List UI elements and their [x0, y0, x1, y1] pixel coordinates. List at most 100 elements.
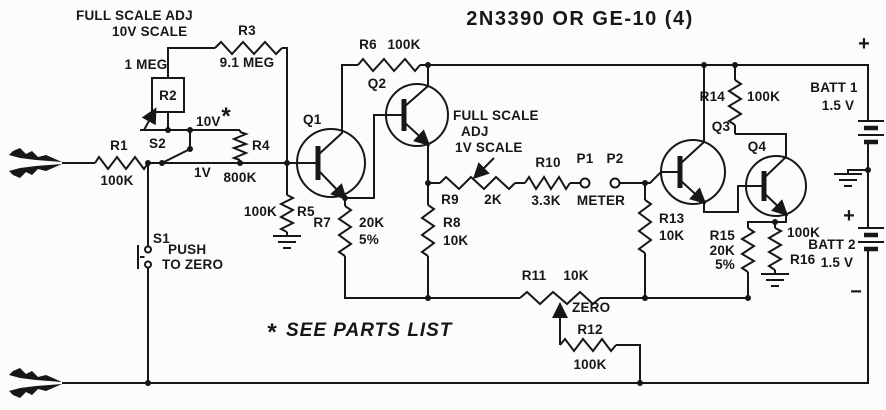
label-r10-value: 3.3K — [531, 193, 560, 208]
label-batt2-value: 1.5 V — [821, 255, 854, 270]
resistor-r5-symbol — [278, 194, 296, 233]
label-r2-name: R2 — [159, 88, 177, 103]
label-note-text: SEE PARTS LIST — [286, 320, 453, 341]
label-p2: P2 — [607, 151, 624, 166]
transistor-q3-symbol — [660, 139, 726, 205]
resistor-r4-symbol — [231, 131, 249, 161]
label-full-scale-adj-10v-line2: 10V SCALE — [112, 24, 187, 39]
label-r3-name: R3 — [238, 23, 256, 38]
resistor-r12-symbol — [559, 337, 617, 353]
label-r7-tolerance: 5% — [359, 232, 379, 247]
resistor-r1-symbol — [94, 155, 149, 171]
label-r11-name: R11 — [522, 268, 547, 283]
resistor-r8-symbol — [420, 204, 436, 257]
label-r8-value: 10K — [443, 233, 468, 248]
label-r12-value: 100K — [573, 357, 606, 372]
battery1-symbol — [858, 120, 884, 145]
label-batt1-value: 1.5 V — [822, 98, 855, 113]
resistor-r10-symbol — [524, 175, 571, 191]
label-s1-name: S1 — [153, 231, 170, 246]
label-note-star: * — [267, 319, 277, 346]
label-meter: METER — [577, 193, 625, 208]
r9-adjust-arrow — [472, 157, 495, 180]
label-full-scale-adj-10v-line1: FULL SCALE ADJ — [76, 8, 193, 23]
ground-symbol-r5 — [273, 235, 301, 249]
meter-terminal-p2 — [609, 177, 621, 189]
label-r7-name: R7 — [313, 215, 331, 230]
label-s2-name: S2 — [149, 136, 166, 151]
pushbutton-s1-symbol — [137, 245, 152, 269]
meter-terminal-p1 — [579, 177, 591, 189]
label-r15-value: 20K — [710, 243, 735, 258]
label-r13-name: R13 — [659, 211, 685, 226]
transistor-q1-symbol — [296, 128, 366, 201]
label-batt2-minus: − — [850, 281, 862, 303]
schematic-title: 2N3390 OR GE-10 (4) — [466, 8, 693, 30]
label-r16-name: R16 — [790, 252, 816, 267]
label-batt2-plus: + — [843, 205, 855, 227]
label-r15-tolerance: 5% — [715, 257, 735, 272]
s2-contact — [187, 146, 193, 152]
alligator-clip-bottom — [9, 368, 62, 398]
label-p1: P1 — [577, 151, 594, 166]
label-r9-value: 2K — [484, 192, 502, 207]
label-r4-star: * — [221, 103, 231, 130]
label-range-10v: 10V — [196, 114, 221, 129]
r2-wiper-arrow — [141, 107, 157, 131]
label-r13-value: 10K — [659, 228, 684, 243]
label-batt2-name: BATT 2 — [808, 237, 855, 252]
resistor-r6-symbol — [357, 57, 421, 73]
label-batt1-plus: + — [858, 33, 870, 55]
label-r8-name: R8 — [443, 215, 461, 230]
ground-symbol-battery — [834, 173, 862, 187]
label-r7-value: 20K — [359, 215, 384, 230]
label-r1-value: 100K — [100, 173, 133, 188]
potentiometer-r9-symbol — [439, 175, 516, 191]
resistor-r16-symbol — [767, 227, 784, 271]
resistor-r3-symbol — [214, 40, 283, 56]
resistor-r14-symbol — [727, 79, 743, 126]
label-range-1v: 1V — [194, 165, 211, 180]
label-s1-line1: PUSH — [168, 242, 206, 257]
resistor-r13-symbol — [637, 199, 653, 254]
resistor-r15-symbol — [740, 227, 756, 273]
label-r4-value: 800K — [223, 170, 256, 185]
label-r10-name: R10 — [535, 155, 560, 170]
label-s1-line2: TO ZERO — [162, 257, 223, 272]
potentiometer-r11-symbol — [519, 290, 601, 306]
label-full-scale-adj-1v-line1: FULL SCALE — [453, 108, 539, 123]
potentiometer-r2-symbol — [141, 77, 185, 131]
battery2-symbol — [858, 227, 884, 252]
label-q1-name: Q1 — [303, 112, 322, 127]
transistor-q2-symbol — [385, 83, 449, 147]
label-r16-value: 100K — [787, 225, 820, 240]
label-zero: ZERO — [572, 300, 610, 315]
label-r1-name: R1 — [110, 138, 128, 153]
resistor-r7-symbol — [337, 205, 353, 257]
transistor-q4-symbol — [745, 155, 807, 217]
label-full-scale-adj-1v-line3: 1V SCALE — [455, 140, 523, 155]
label-r6-name: R6 — [359, 37, 377, 52]
label-r12-name: R12 — [577, 322, 602, 337]
label-r15-name: R15 — [710, 228, 736, 243]
label-r6-value: 100K — [387, 37, 420, 52]
label-q4-name: Q4 — [748, 139, 767, 154]
label-full-scale-adj-1v-line2: ADJ — [461, 124, 489, 139]
label-r11-value: 10K — [563, 268, 588, 283]
label-r2-value: 1 MEG — [124, 57, 167, 72]
ground-symbol-r16 — [761, 273, 789, 287]
label-r4-name: R4 — [252, 138, 270, 153]
label-q3-name: Q3 — [712, 119, 731, 134]
wires — [62, 47, 869, 384]
label-r14-value: 100K — [747, 89, 780, 104]
label-q2-name: Q2 — [368, 76, 386, 91]
alligator-clip-top — [9, 148, 62, 178]
label-r14-name: R14 — [700, 89, 726, 104]
junction-dots — [145, 62, 871, 386]
label-r9-name: R9 — [441, 192, 459, 207]
label-r5-value: 100K — [244, 204, 277, 219]
label-batt1-name: BATT 1 — [810, 80, 858, 95]
label-r3-value: 9.1 MEG — [220, 55, 275, 70]
